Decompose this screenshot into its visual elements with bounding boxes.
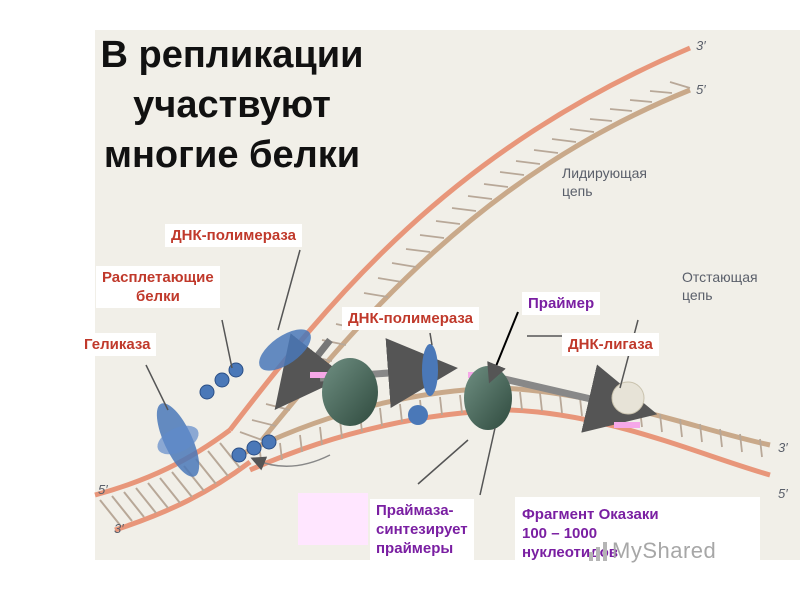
unwinding-proteins-label: Расплетающие белки <box>96 266 220 308</box>
top-3prime-end: 3′ <box>696 38 706 53</box>
dna-polymerase-top-label: ДНК-полимераза <box>165 224 302 247</box>
dna-polymerase-mid-label: ДНК-полимераза <box>342 307 479 330</box>
helicase-ring-icon <box>157 425 199 455</box>
primase-label: Праймаза- синтезирует праймеры <box>370 499 474 560</box>
primer-label: Праймер <box>522 292 601 315</box>
left-5prime-end: 5′ <box>98 482 108 497</box>
slide-title: В репликации участвуют многие белки <box>100 34 364 176</box>
lagging-polymerase-bead-icon <box>408 405 428 425</box>
helicase-label: Геликаза <box>78 333 157 356</box>
myshared-logo-icon <box>589 542 607 561</box>
right-5prime-end: 5′ <box>778 486 788 501</box>
primase-icon <box>464 366 512 430</box>
leading-polymerase-icon <box>259 329 311 371</box>
parental-dna-duplex <box>94 427 252 533</box>
lagging-polymerase-clamp-icon <box>422 344 438 396</box>
primer-segment-3 <box>614 422 640 428</box>
myshared-watermark: MyShared <box>612 538 717 563</box>
okazaki-box <box>515 497 760 577</box>
right-3prime-end: 3′ <box>778 440 788 455</box>
label-pointer-lines <box>145 249 639 496</box>
okazaki-fragment-label: Фрагмент Оказаки 100 – 1000 нуклеотидов <box>522 506 659 561</box>
lagging-strand-label: Отстающая цепь <box>682 269 758 303</box>
leading-strand-label: Лидирующая цепь <box>562 165 648 199</box>
primer-pointer-arrow <box>487 311 519 384</box>
fork-movement-arrow <box>250 454 331 471</box>
left-3prime-end: 3′ <box>114 521 124 536</box>
dna-ligase-label: ДНК-лигаза <box>562 333 659 356</box>
okazaki-arrow-2 <box>499 364 658 433</box>
unwinding-proteins-icon <box>199 362 277 463</box>
primase-highlight-box <box>298 493 368 545</box>
top-5prime-end: 5′ <box>696 82 706 97</box>
lagging-polymerase-body-icon <box>322 358 378 426</box>
dna-ligase-icon <box>611 381 645 415</box>
leading-synthesis-arrow <box>274 333 346 410</box>
primer-segment-1 <box>310 372 340 378</box>
